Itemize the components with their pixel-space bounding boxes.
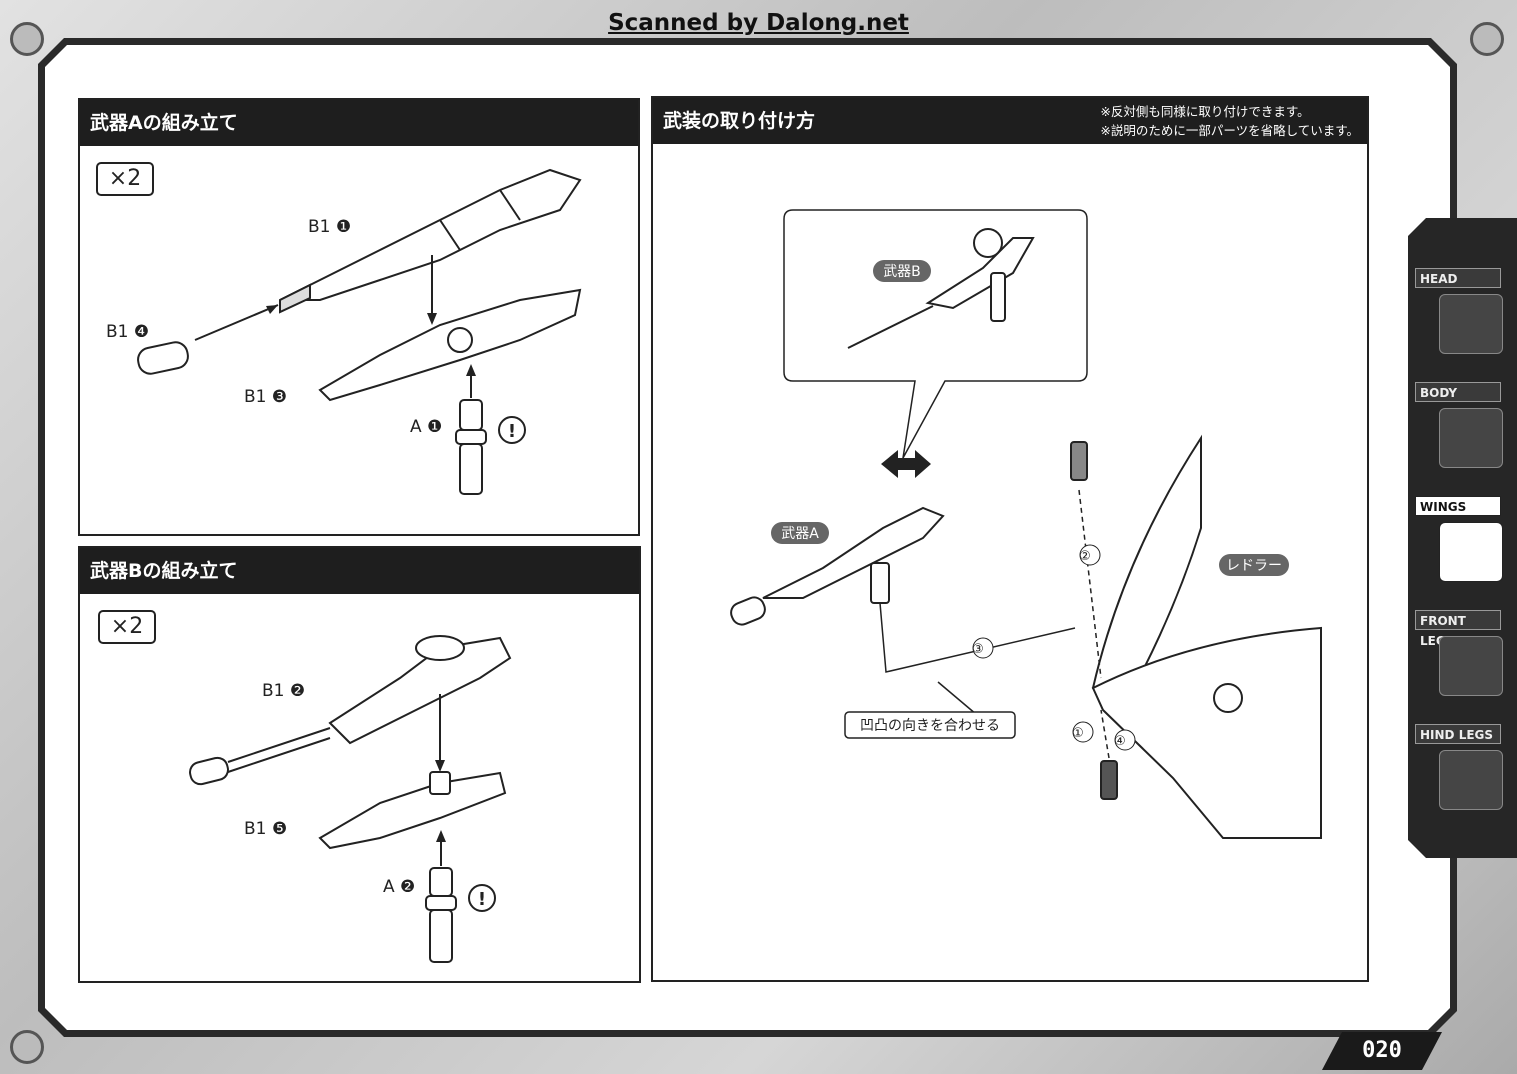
tab-front-legs[interactable]: FRONT LEGS (1415, 610, 1511, 710)
weapon-b-inset (783, 209, 1088, 459)
quantity-badge: ×2 (96, 162, 154, 196)
tab-label: HEAD (1415, 268, 1501, 288)
part-b1-5 (318, 771, 507, 850)
svg-text:!: ! (508, 421, 516, 442)
note-line: ※説明のために一部パーツを省略しています。 (1100, 123, 1359, 138)
body-icon (1439, 408, 1503, 468)
tab-wings[interactable]: WINGS (1415, 496, 1511, 596)
tab-label: HIND LEGS (1415, 724, 1501, 744)
corner-dial-bottom-left (10, 1030, 44, 1064)
redler-wing (1091, 434, 1322, 839)
tab-label: WINGS (1415, 496, 1501, 516)
head-icon (1439, 294, 1503, 354)
watermark: Scanned by Dalong.net (608, 10, 909, 36)
wings-icon (1439, 522, 1503, 582)
pin-top (1070, 441, 1088, 481)
leader-line (879, 602, 1076, 673)
arrow-cap (194, 304, 279, 341)
panel-weapon-b: 武器Bの組み立て ×2 ! B1 ❷ B1 ❺ A ❷ (78, 546, 641, 983)
part-b1-3 (318, 288, 582, 402)
panel-title-text: 武装の取り付け方 (663, 110, 816, 132)
note-line: ※反対側も同様に取り付けできます。 (1100, 104, 1310, 119)
part-a-1 (455, 399, 487, 495)
tab-label: FRONT LEGS (1415, 610, 1501, 648)
front-legs-icon (1439, 636, 1503, 696)
quantity-badge: ×2 (98, 610, 156, 644)
tab-hind-legs[interactable]: HIND LEGS (1415, 724, 1511, 824)
part-b1-2 (189, 635, 512, 786)
part-a-2 (425, 867, 457, 963)
tab-label: BODY (1415, 382, 1501, 402)
swap-arrow-icon (881, 450, 931, 478)
panel-weapon-a: 武器Aの組み立て ×2 ! (78, 98, 640, 536)
caution-icon: ! (468, 884, 496, 912)
svg-text:!: ! (478, 889, 486, 910)
tab-head[interactable]: HEAD (1415, 268, 1511, 368)
hind-legs-icon (1439, 750, 1503, 810)
weapon-a-part (730, 506, 945, 626)
weapon-a-diagram: ! (137, 168, 582, 495)
panel-mounting: 武装の取り付け方 ※反対側も同様に取り付けできます。 ※説明のために一部パーツを… (651, 96, 1369, 982)
weapon-b-diagram: ! (189, 635, 512, 963)
tab-body[interactable]: BODY (1415, 382, 1511, 482)
panel-notes: ※反対側も同様に取り付けできます。 ※説明のために一部パーツを省略しています。 (1100, 102, 1359, 140)
panel-title: 武装の取り付け方 ※反対側も同様に取り付けできます。 ※説明のために一部パーツを… (653, 98, 1367, 144)
step-markers (972, 544, 1136, 751)
pin-bottom (1100, 760, 1118, 800)
part-b1-4 (137, 341, 189, 375)
panel-title: 武器Aの組み立て (80, 100, 638, 146)
corner-dial-top-right (1470, 22, 1504, 56)
page-number: 020 (1322, 1032, 1442, 1070)
corner-dial-top-left (10, 22, 44, 56)
mounting-diagram (730, 209, 1322, 839)
panel-title: 武器Bの組み立て (80, 548, 639, 594)
part-b1-1 (279, 168, 582, 314)
caution-icon: ! (498, 416, 526, 444)
